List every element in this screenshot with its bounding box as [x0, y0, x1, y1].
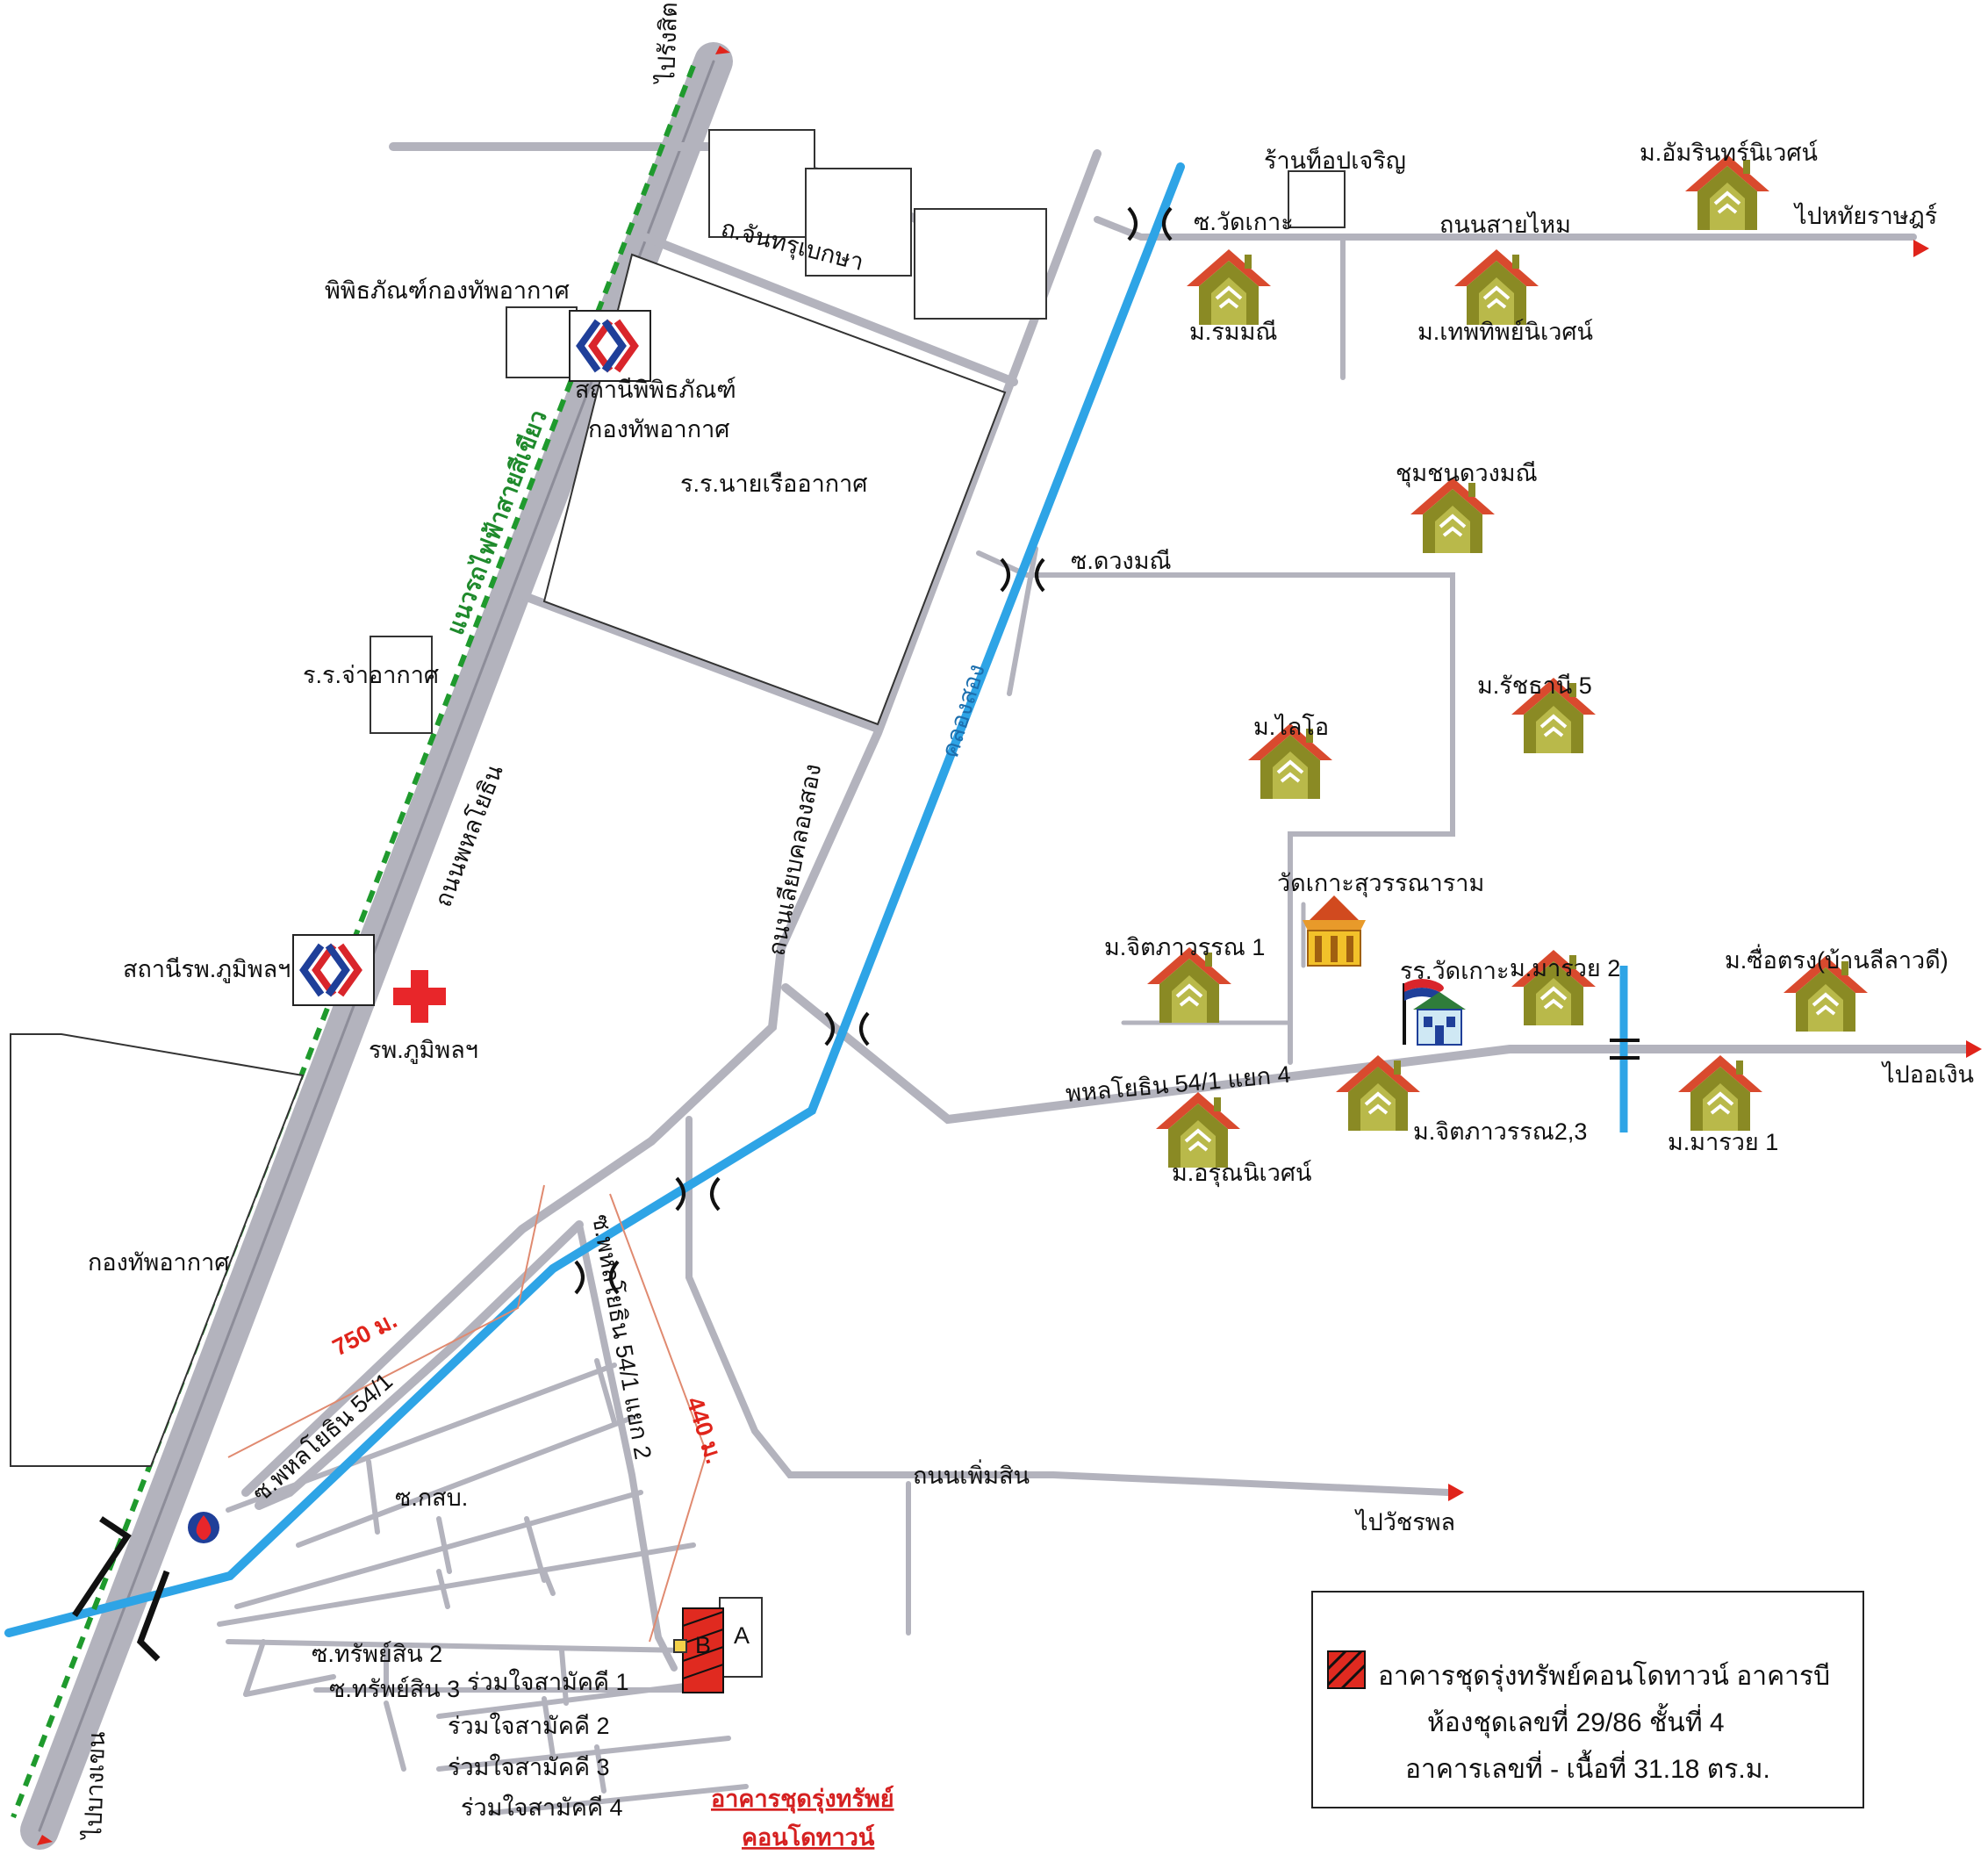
- road-network: [20, 42, 1970, 1850]
- soi-phahol-54-1: [255, 1220, 584, 1510]
- to-bangkhen-label: ไปบางเขน: [80, 1731, 110, 1841]
- duangmanee-community-label: ชุมชนดวงมณี: [1396, 460, 1538, 488]
- direction-arrow-icon: [1913, 240, 1929, 257]
- ruamjai3-label: ร่วมใจสามัคคี 3: [448, 1753, 610, 1780]
- red-cross-icon: [393, 970, 446, 1023]
- chittaphawan23-label: ม.จิตภาวรรณ2,3: [1413, 1118, 1587, 1145]
- to-hathai-rat-label: ไปหทัยราษฎร์: [1793, 202, 1937, 229]
- block-outlines: [10, 129, 1346, 1678]
- khlong-song-road: [241, 149, 1102, 1497]
- building-b-label: B: [695, 1632, 711, 1658]
- soi-sapsin2-label: ซ.ทรัพย์สิน 2: [312, 1640, 442, 1667]
- marawai2-label: ม.มารวย 2: [1510, 955, 1620, 981]
- sai-mai-road: [1094, 216, 1917, 241]
- building-a: [719, 1597, 763, 1678]
- rail-station-icon: [570, 311, 650, 381]
- direction-arrow-icon: [37, 1835, 53, 1845]
- sai-mai-road-label: ถนนสายไหม: [1439, 212, 1571, 238]
- bridge-icon: [72, 1516, 170, 1662]
- to-rangsit-label: ไปรังสิต: [653, 2, 682, 85]
- to-watcharaphon-label: ไปวัชรพล: [1354, 1509, 1455, 1535]
- soi-duangmanee-label: ซ.ดวงมณี: [1071, 548, 1172, 574]
- amarin-label: ม.อัมรินทร์นิเวศน์: [1640, 139, 1818, 166]
- legend-line-1: อาคารชุดรุ่งทรัพย์คอนโดทาวน์ อาคารบี: [1378, 1662, 1831, 1691]
- distance-440m-line: [609, 1193, 708, 1643]
- arun-label: ม.อรุณนิเวศน์: [1172, 1159, 1312, 1188]
- distance-440m-label: 440 ม.: [681, 1394, 728, 1467]
- top-charoen-label: ร้านท็อปเจริญ: [1264, 145, 1406, 174]
- thepthip-label: ม.เทพทิพย์นิเวศน์: [1417, 318, 1593, 345]
- nco-school-label: ร.ร.จ่าอากาศ: [303, 662, 439, 688]
- rommanee-label: ม.รมมณี: [1189, 319, 1277, 345]
- ruamjai2-label: ร่วมใจสามัคคี 2: [448, 1712, 610, 1739]
- museum-station-label: สถานีพิพิธภัณฑ์: [575, 376, 736, 403]
- house-icon: [1154, 1090, 1242, 1169]
- condo-building-b: [673, 1607, 724, 1693]
- condo-name-label-line2[interactable]: คอนโดทาวน์: [742, 1823, 875, 1851]
- houses: [1145, 153, 1870, 1169]
- condo-name-label[interactable]: อาคารชุดรุ่งทรัพย์: [711, 1785, 894, 1814]
- legend-line-3: อาคารเลขที่ - เนื้อที่ 31.18 ตร.ม.: [1405, 1755, 1770, 1784]
- temple-icon: [1303, 895, 1366, 967]
- condo-building-b-swatch: [1327, 1650, 1366, 1689]
- lai-o-label: ม.ไลโอ: [1253, 714, 1329, 740]
- suetrong-label: ม.ซื่อตรง(บ้านลีลาวดี): [1725, 944, 1949, 974]
- house-icon: [1185, 248, 1273, 327]
- direction-arrow-icon: [1448, 1484, 1464, 1501]
- khlong-song-label: คลองสอง: [937, 661, 990, 761]
- direction-arrow-icon: [715, 46, 730, 54]
- bhumibol-hospital-label: รพ.ภูมิพลฯ: [369, 1037, 478, 1064]
- direction-arrows: [37, 46, 1982, 1845]
- wat-ko-label: วัดเกาะสุวรรณาราม: [1277, 870, 1484, 898]
- house-icon: [1676, 1053, 1764, 1132]
- distance-750m-line: [227, 1184, 545, 1458]
- building-a-label: A: [734, 1622, 750, 1649]
- school-flag-icon: [1403, 979, 1466, 1046]
- marawai1-label: ม.มารวย 1: [1668, 1129, 1778, 1155]
- house-icon: [1453, 248, 1540, 327]
- legend-line-2: ห้องชุดเลขที่ 29/86 ชั้นที่ 4: [1427, 1708, 1725, 1737]
- house-icon: [1409, 476, 1496, 555]
- rail-station-icon: [293, 935, 374, 1005]
- chittaphawan1-label: ม.จิตภาวรรณ 1: [1104, 934, 1265, 960]
- ruamjai4-label: ร่วมใจสามัคคี 4: [461, 1794, 623, 1821]
- phoemsin-road: [685, 1116, 1452, 1496]
- ptt-gas-station-icon: [188, 1512, 219, 1543]
- ratchathani5-label: ม.รัชธานี 5: [1477, 672, 1592, 699]
- museum-station-label-line2: กองทัพอากาศ: [588, 416, 729, 442]
- soi-kasob-label: ซ.กสบ.: [395, 1485, 468, 1511]
- soi-wat-ko-label: ซ.วัดเกาะ: [1194, 209, 1294, 235]
- bts-green-line: [11, 64, 696, 1819]
- legend-box: อาคารชุดรุ่งทรัพย์คอนโดทาวน์ อาคารบี ห้อ…: [1311, 1591, 1864, 1808]
- wat-ko-school-label: รร.วัดเกาะ: [1400, 958, 1509, 984]
- phahol-54-1-yaek-4-label: พหลโยธิน 54/1 แยก 4: [1065, 1061, 1292, 1107]
- phoemsin-road-label: ถนนเพิ่มสิน: [913, 1459, 1030, 1489]
- ruamjai1-label: ร่วมใจสามัคคี 1: [467, 1668, 629, 1695]
- to-or-ngoen-label: ไปออเงิน: [1881, 1061, 1974, 1088]
- rtaf-label: กองทัพอากาศ: [88, 1249, 229, 1276]
- bhumibol-station-label: สถานีรพ.ภูมิพลฯ: [123, 956, 291, 983]
- rtaf-museum-label: พิพิธภัณฑ์กองทัพอากาศ: [325, 277, 570, 304]
- direction-arrow-icon: [1966, 1040, 1982, 1058]
- navigator-school-label: ร.ร.นายเรืออากาศ: [680, 471, 867, 497]
- top-charoen-shop: [1288, 170, 1346, 228]
- phahol-54-1-yaek-4: [781, 983, 1970, 1125]
- soi-sapsin3-label: ซ.ทรัพย์สิน 3: [329, 1675, 460, 1702]
